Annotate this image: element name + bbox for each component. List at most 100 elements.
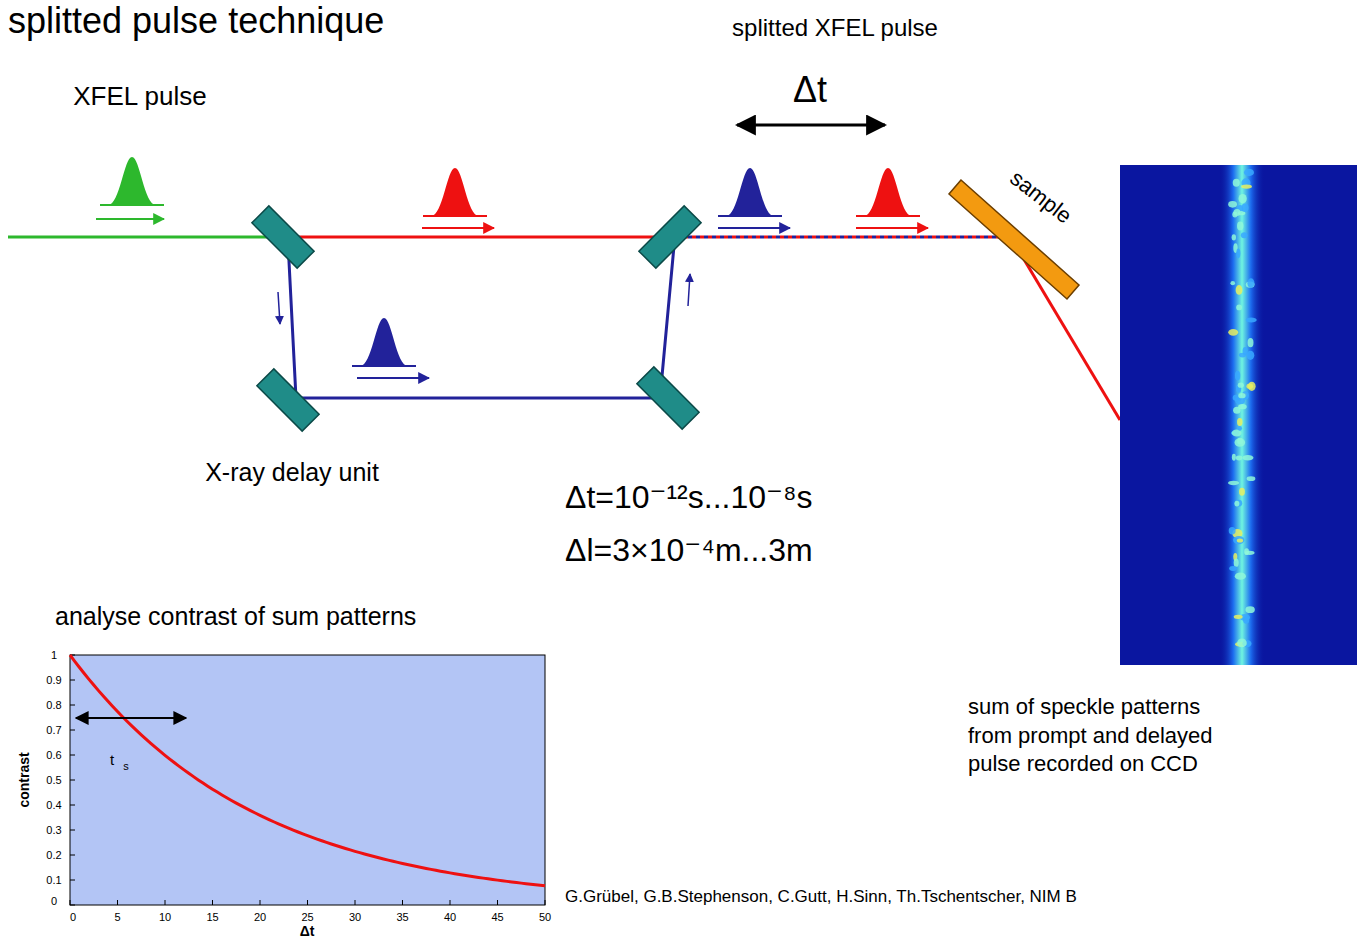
axis-tick: [70, 705, 75, 706]
mirror: [257, 369, 319, 431]
tick-label: 0.6: [46, 749, 61, 762]
axis-tick: [117, 900, 118, 905]
speckle-image: [1120, 165, 1357, 665]
speckle: [1244, 548, 1249, 555]
tick-label: 0.9: [46, 674, 61, 687]
decay-curve: [70, 655, 545, 886]
red-pulse: [422, 168, 494, 228]
speckle: [1248, 338, 1254, 347]
axis-tick: [70, 905, 75, 906]
mirror: [252, 206, 314, 268]
decay-time-arrow: [76, 717, 186, 719]
tick-label: 0.3: [46, 824, 61, 837]
speckle: [1247, 476, 1256, 481]
tick-label: 0.7: [46, 724, 61, 737]
speckle: [1230, 281, 1235, 285]
tick-label: 20: [254, 911, 266, 924]
blue-pulse: [352, 318, 429, 378]
axis-tick: [212, 900, 213, 905]
speckle: [1234, 501, 1239, 507]
green-pulse: [96, 157, 164, 219]
axis-tick: [70, 805, 75, 806]
speckle: [1246, 384, 1253, 389]
tick-label: 25: [301, 911, 313, 924]
speckle: [1247, 351, 1255, 360]
tick-label: 5: [114, 911, 120, 924]
speckle: [1232, 212, 1237, 218]
speckle: [1236, 456, 1243, 461]
mirror: [639, 206, 701, 268]
axis-tick: [402, 900, 403, 905]
speckle: [1243, 616, 1249, 624]
axis-title: Δt: [300, 923, 315, 939]
speckle: [1229, 566, 1237, 571]
tick-label: 0.5: [46, 774, 61, 787]
tick-label: 0: [70, 911, 76, 924]
axis-tick: [355, 900, 356, 905]
speckle: [1238, 382, 1244, 387]
speckle: [1235, 438, 1246, 446]
speckle: [1239, 194, 1247, 204]
speckle: [1241, 184, 1252, 188]
speckle: [1247, 278, 1254, 288]
tick-label: 45: [491, 911, 503, 924]
slide-title: splitted pulse technique: [8, 0, 384, 41]
speckle: [1234, 559, 1239, 567]
speckle: [1238, 404, 1247, 409]
axis-tick: [70, 730, 75, 731]
blue-dotted-beam: [688, 236, 1010, 239]
speckle: [1246, 317, 1257, 322]
speckle: [1237, 538, 1243, 542]
axis-tick: [545, 900, 546, 905]
speckle: [1235, 500, 1243, 507]
blue-beam: [288, 242, 674, 398]
ccd-image: sum of speckle patterns from prompt and …: [1120, 165, 1357, 665]
speckle: [1245, 606, 1254, 613]
range-note: Δl=3×10⁻⁴m...3m: [565, 532, 813, 569]
speckle: [1237, 426, 1242, 431]
speckle: [1237, 222, 1243, 231]
speckle: [1237, 639, 1247, 648]
red-dotted-beam: [684, 236, 1010, 239]
speckle: [1233, 179, 1240, 187]
decay-symbol: s: [123, 760, 129, 773]
axis-tick: [70, 680, 75, 681]
speckle-streak: [1220, 165, 1264, 665]
green-beam: [8, 236, 272, 239]
speckle: [1236, 248, 1240, 258]
axis-tick: [497, 900, 498, 905]
speckle: [1232, 454, 1236, 461]
speckle: [1244, 169, 1254, 176]
tick-label: 40: [444, 911, 456, 924]
speckle: [1236, 285, 1243, 295]
axis-tick: [165, 900, 166, 905]
tick-label: 0.1: [46, 874, 61, 887]
red-beam: [285, 236, 682, 239]
contrast-chart: [70, 655, 545, 905]
citation: G.Grübel, G.B.Stephenson, C.Gutt, H.Sinn…: [565, 887, 1077, 907]
speckle: [1236, 305, 1242, 311]
speckle: [1228, 201, 1237, 208]
speckle: [1232, 234, 1236, 240]
tick-label: 0.4: [46, 799, 61, 812]
axis-title: contrast: [16, 752, 32, 807]
axis-tick: [70, 880, 75, 881]
delay-arrow: [737, 124, 885, 127]
speckle: [1235, 371, 1240, 381]
tick-label: 35: [396, 911, 408, 924]
decay-symbol: t: [110, 751, 114, 768]
speckle: [1238, 393, 1245, 398]
direction-arrow: [688, 274, 690, 306]
speckle: [1235, 572, 1246, 579]
red-pulse: [856, 168, 928, 228]
tick-label: 10: [159, 911, 171, 924]
sample-label: sample: [1005, 165, 1076, 229]
beam-label: splitted XFEL pulse: [732, 14, 938, 42]
speckle: [1237, 418, 1242, 426]
range-note: Δt=10⁻¹²s...10⁻⁸s: [565, 479, 812, 516]
blue-pulse: [718, 168, 790, 228]
speckle: [1234, 615, 1243, 619]
chart-heading: analyse contrast of sum patterns: [55, 602, 416, 631]
axis-tick: [260, 900, 261, 905]
